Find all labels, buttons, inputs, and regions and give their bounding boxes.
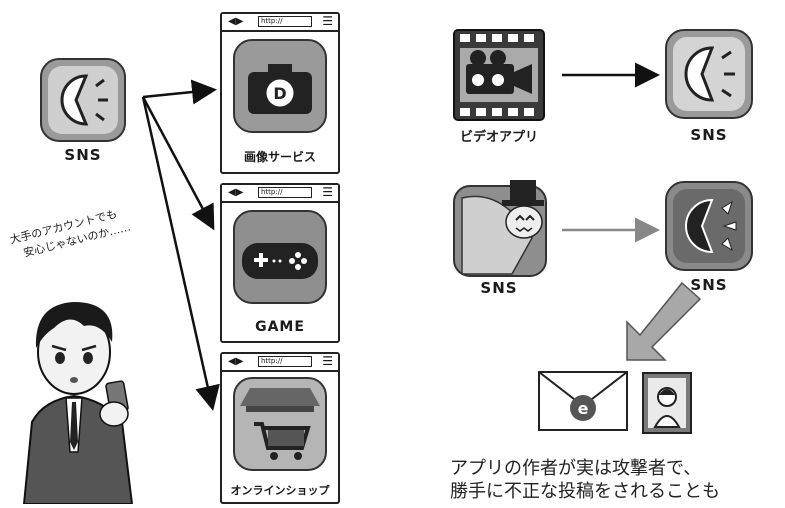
sns-label-top: SNS bbox=[690, 126, 728, 144]
envelope-icon: e bbox=[538, 371, 628, 431]
back-forward-icon: ◀▶ bbox=[228, 356, 244, 367]
fake-sns-app-icon bbox=[452, 178, 552, 282]
arrow-to-image-service bbox=[142, 79, 217, 105]
browser-game: ◀▶ http:// ☰ GAME bbox=[220, 183, 340, 343]
browser-toolbar: ◀▶ http:// ☰ bbox=[222, 185, 338, 203]
big-gray-arrow bbox=[626, 281, 702, 361]
sns-logo-icon bbox=[40, 58, 126, 142]
svg-text:D: D bbox=[273, 84, 286, 103]
sns-logo-dark-icon bbox=[665, 181, 753, 271]
browser-image-service: ◀▶ http:// ☰ D 画像サービス bbox=[220, 12, 340, 174]
video-camera-icon bbox=[453, 29, 545, 121]
person-photo-icon bbox=[642, 372, 692, 434]
browser-toolbar: ◀▶ http:// ☰ bbox=[222, 354, 338, 372]
note-line-1: アプリの作者が実は攻撃者で、 bbox=[450, 458, 702, 479]
email-envelope: e bbox=[537, 370, 629, 436]
gamepad-icon bbox=[233, 210, 327, 304]
sns-app-icon-top bbox=[664, 28, 754, 124]
browser-toolbar: ◀▶ http:// ☰ bbox=[222, 14, 338, 32]
service-label-image: 画像サービス bbox=[243, 150, 316, 164]
service-label-game: GAME bbox=[255, 319, 305, 335]
back-forward-icon: ◀▶ bbox=[228, 187, 244, 198]
sns-label-fake: SNS bbox=[480, 279, 518, 297]
disguised-attacker-icon bbox=[453, 180, 547, 277]
video-app-label: ビデオアプリ bbox=[459, 130, 538, 145]
back-forward-icon: ◀▶ bbox=[228, 16, 244, 27]
url-field: http:// bbox=[258, 356, 312, 367]
shopping-cart-icon bbox=[233, 377, 327, 471]
worried-man-illustration bbox=[22, 302, 134, 504]
arrow-to-game bbox=[141, 96, 215, 231]
menu-icon: ☰ bbox=[322, 354, 333, 368]
sns-app-icon-target bbox=[664, 180, 754, 276]
camera-icon: D bbox=[233, 39, 327, 133]
arrow-to-shop bbox=[141, 96, 220, 411]
attacker-note: アプリの作者が実は攻撃者で、 勝手に不正な投稿をされることも bbox=[450, 457, 780, 503]
video-app-icon bbox=[452, 28, 546, 126]
service-label-shop: オンラインショップ bbox=[230, 484, 330, 497]
sns-logo-icon bbox=[665, 29, 753, 119]
sns-app-icon-left bbox=[38, 56, 128, 148]
profile-photo bbox=[641, 371, 693, 439]
url-field: http:// bbox=[258, 187, 312, 198]
sns-label-real: SNS bbox=[690, 276, 728, 294]
url-field: http:// bbox=[258, 16, 312, 27]
svg-text:e: e bbox=[578, 399, 589, 418]
menu-icon: ☰ bbox=[322, 14, 333, 28]
note-line-2: 勝手に不正な投稿をされることも bbox=[450, 481, 720, 502]
sns-label-left: SNS bbox=[64, 146, 102, 164]
browser-online-shop: ◀▶ http:// ☰ オンラインショップ bbox=[220, 352, 340, 504]
menu-icon: ☰ bbox=[322, 185, 333, 199]
